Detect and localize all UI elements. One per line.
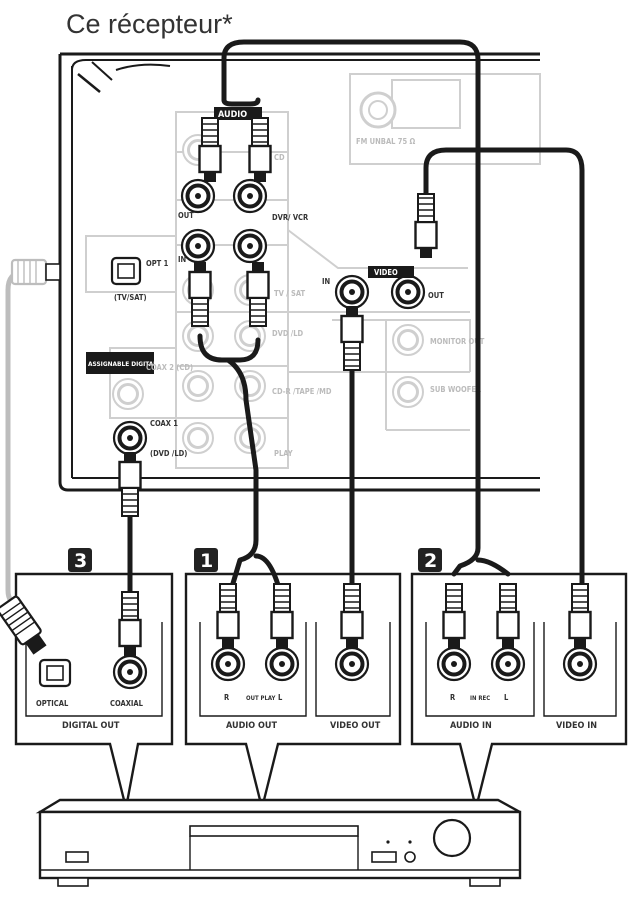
cd-label: CD bbox=[274, 153, 285, 162]
receiver-labels: AUDIO CD OUT DVR/ VCR IN TV / SAT DVD /L… bbox=[86, 107, 485, 458]
coax-label: COAX 1 bbox=[150, 419, 178, 428]
diagram-title: Ce récepteur* bbox=[66, 9, 233, 39]
panel-audio-video-in bbox=[410, 572, 628, 809]
svg-text:1: 1 bbox=[200, 550, 213, 572]
audio-label: AUDIO bbox=[218, 110, 247, 120]
badge-3: 3 bbox=[68, 548, 92, 572]
audio-out-label: AUDIO OUT bbox=[226, 721, 277, 731]
optical-label: OPTICAL bbox=[36, 699, 69, 708]
assignable-label: ASSIGNABLE DIGITAL IN bbox=[88, 360, 166, 368]
video-in-label: IN bbox=[322, 277, 331, 286]
digital-out-label: DIGITAL OUT bbox=[62, 721, 120, 731]
sub-woofer-label: SUB WOOFER bbox=[430, 385, 482, 394]
opt-label: OPT 1 bbox=[146, 259, 169, 268]
cables bbox=[5, 39, 585, 609]
tv-sat-label: TV / SAT bbox=[274, 289, 305, 298]
out-label: OUT bbox=[178, 211, 194, 220]
audio-in-l-label: L bbox=[504, 693, 509, 702]
play-label: PLAY bbox=[274, 449, 293, 458]
fm-unbal-label: FM UNBAL 75 Ω bbox=[356, 137, 416, 146]
video-out-label: OUT bbox=[428, 291, 444, 300]
video-out-device-label: VIDEO OUT bbox=[330, 721, 381, 731]
coax2-label: COAX 2 (CD) bbox=[146, 363, 193, 372]
dvd-player bbox=[35, 798, 522, 887]
monitor-out-label: MONITOR OUT bbox=[430, 337, 485, 346]
receiver-rear-panel bbox=[58, 52, 541, 492]
coaxial-label: COAXIAL bbox=[110, 699, 144, 708]
svg-text:2: 2 bbox=[424, 550, 437, 572]
tv-sat-paren-label: (TV/SAT) bbox=[114, 293, 147, 302]
cd-r-tape-label: CD-R /TAPE /MD bbox=[272, 387, 332, 396]
dvr-vcr-label: DVR/ VCR bbox=[272, 213, 309, 222]
plugs bbox=[0, 116, 592, 658]
dvd-ld-label: DVD /LD bbox=[272, 329, 304, 338]
audio-out-play-label: OUT PLAY bbox=[246, 695, 276, 702]
audio-in-label: AUDIO IN bbox=[450, 721, 492, 731]
in-label: IN bbox=[178, 255, 187, 264]
video-label: VIDEO bbox=[374, 268, 398, 277]
video-in-device-label: VIDEO IN bbox=[556, 721, 597, 731]
svg-text:3: 3 bbox=[74, 550, 87, 572]
panel-digital-out bbox=[14, 572, 174, 809]
badge-1: 1 bbox=[194, 548, 218, 572]
audio-in-r-label: R bbox=[450, 693, 456, 702]
audio-out-l-label: L bbox=[278, 693, 283, 702]
audio-out-r-label: R bbox=[224, 693, 230, 702]
dvd-ld-paren-label: (DVD /LD) bbox=[150, 449, 187, 458]
panel-audio-video-out bbox=[184, 572, 402, 809]
audio-in-rec-label: IN REC bbox=[470, 695, 490, 702]
badge-2: 2 bbox=[418, 548, 442, 572]
